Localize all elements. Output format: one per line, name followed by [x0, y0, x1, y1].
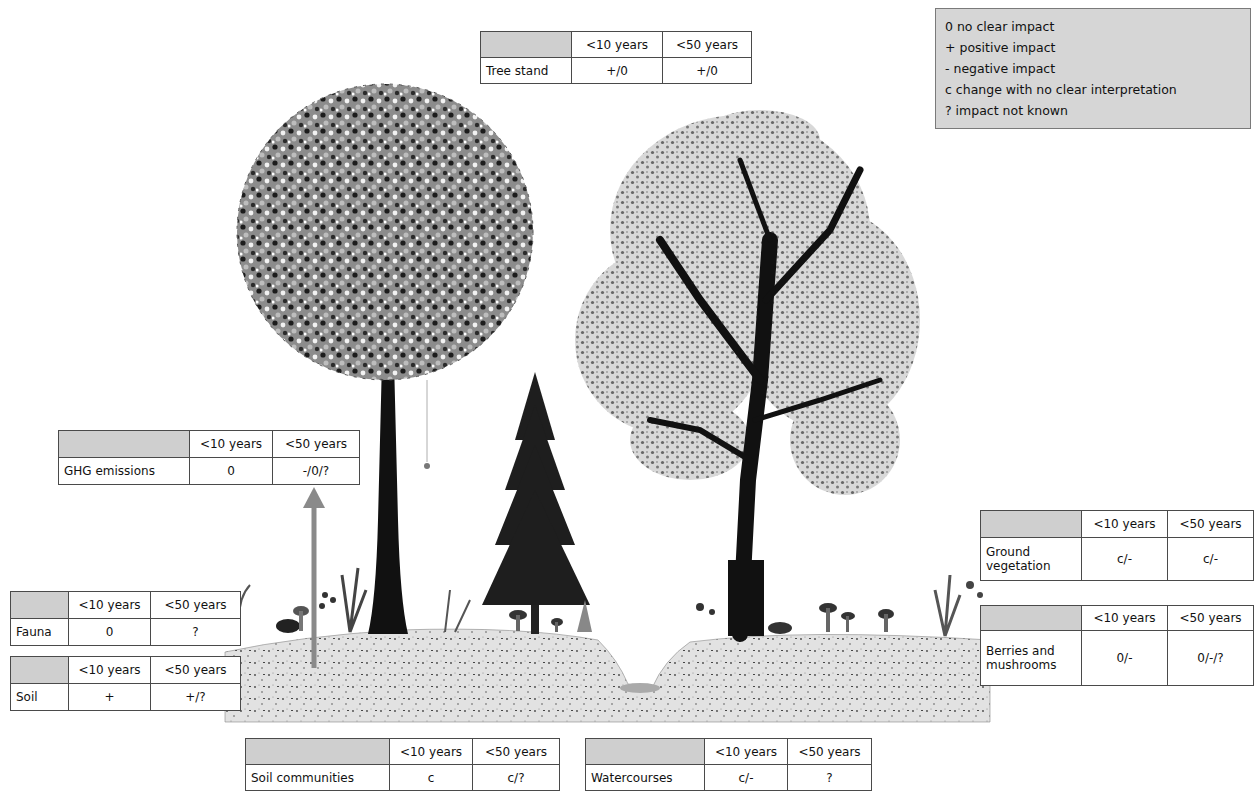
impact-table: <10 years<50 yearsTree stand+/0+/0	[480, 31, 752, 84]
column-header: <10 years	[190, 431, 272, 457]
corner-cell	[586, 739, 704, 764]
left-trunk	[368, 360, 408, 634]
corner-cell	[481, 32, 571, 57]
impact-value: +/0	[663, 58, 751, 83]
column-header: <50 years	[473, 739, 559, 764]
impact-value: c/-	[1082, 538, 1167, 580]
row-label: Fauna	[11, 619, 68, 645]
corner-cell	[11, 657, 68, 683]
legend-entry: ? impact not known	[945, 100, 1241, 121]
column-header: <10 years	[69, 657, 150, 683]
column-header: <50 years	[788, 739, 871, 764]
corner-cell	[981, 511, 1081, 537]
row-label: Watercourses	[586, 765, 704, 790]
column-header: <50 years	[273, 431, 359, 457]
column-header: <50 years	[1168, 511, 1253, 537]
impact-value: +/?	[151, 684, 240, 710]
impact-table: <10 years<50 yearsSoil++/?	[10, 656, 241, 711]
impact-value: ?	[151, 619, 240, 645]
column-header: <10 years	[69, 592, 150, 618]
corner-cell	[59, 431, 189, 457]
stream	[620, 683, 660, 693]
impact-value: +/0	[572, 58, 662, 83]
row-label: Soil communities	[246, 765, 389, 790]
column-header: <10 years	[1082, 606, 1167, 630]
legend-entry: - negative impact	[945, 58, 1241, 79]
impact-value: 0/-/?	[1168, 631, 1253, 685]
column-header: <50 years	[1168, 606, 1253, 630]
column-header: <10 years	[572, 32, 662, 57]
impact-value: 0	[69, 619, 150, 645]
ground	[225, 629, 990, 722]
left-canopy	[237, 84, 533, 380]
column-header: <50 years	[663, 32, 751, 57]
left-canopy-shade	[237, 84, 533, 380]
spruce	[482, 372, 590, 634]
impact-value: c/-	[1168, 538, 1253, 580]
spider	[424, 463, 430, 469]
corner-cell	[981, 606, 1081, 630]
row-label: Berries and mushrooms	[981, 631, 1081, 685]
column-header: <50 years	[151, 657, 240, 683]
impact-value: ?	[788, 765, 871, 790]
column-header: <50 years	[151, 592, 240, 618]
impact-value: c/?	[473, 765, 559, 790]
impact-table: <10 years<50 yearsBerries and mushrooms0…	[980, 605, 1254, 686]
legend-box: 0 no clear impact+ positive impact- nega…	[935, 8, 1251, 129]
emission-arrow	[312, 505, 317, 668]
spider-thread	[427, 380, 428, 462]
undergrowth	[239, 568, 983, 636]
row-label: Soil	[11, 684, 68, 710]
column-header: <10 years	[705, 739, 787, 764]
legend-entry: c change with no clear interpretation	[945, 79, 1241, 100]
row-label: Ground vegetation	[981, 538, 1081, 580]
impact-value: c/-	[705, 765, 787, 790]
impact-value: 0	[190, 458, 272, 484]
corner-cell	[11, 592, 68, 618]
impact-table: <10 years<50 yearsFauna0?	[10, 591, 241, 646]
corner-cell	[246, 739, 389, 764]
legend-entry: + positive impact	[945, 37, 1241, 58]
emission-arrowhead	[303, 487, 325, 508]
impact-table: <10 years<50 yearsGround vegetationc/-c/…	[980, 510, 1254, 581]
right-trunk-base	[728, 560, 764, 636]
right-trunk	[650, 160, 880, 634]
impact-value: 0/-	[1082, 631, 1167, 685]
row-label: Tree stand	[481, 58, 571, 83]
column-header: <10 years	[1082, 511, 1167, 537]
legend-entry: 0 no clear impact	[945, 16, 1241, 37]
impact-value: -/0/?	[273, 458, 359, 484]
impact-table: <10 years<50 yearsGHG emissions0-/0/?	[58, 430, 360, 485]
impact-value: +	[69, 684, 150, 710]
impact-table: <10 years<50 yearsSoil communitiescc/?	[245, 738, 560, 791]
column-header: <10 years	[390, 739, 472, 764]
row-label: GHG emissions	[59, 458, 189, 484]
impact-table: <10 years<50 yearsWatercoursesc/-?	[585, 738, 872, 791]
impact-value: c	[390, 765, 472, 790]
